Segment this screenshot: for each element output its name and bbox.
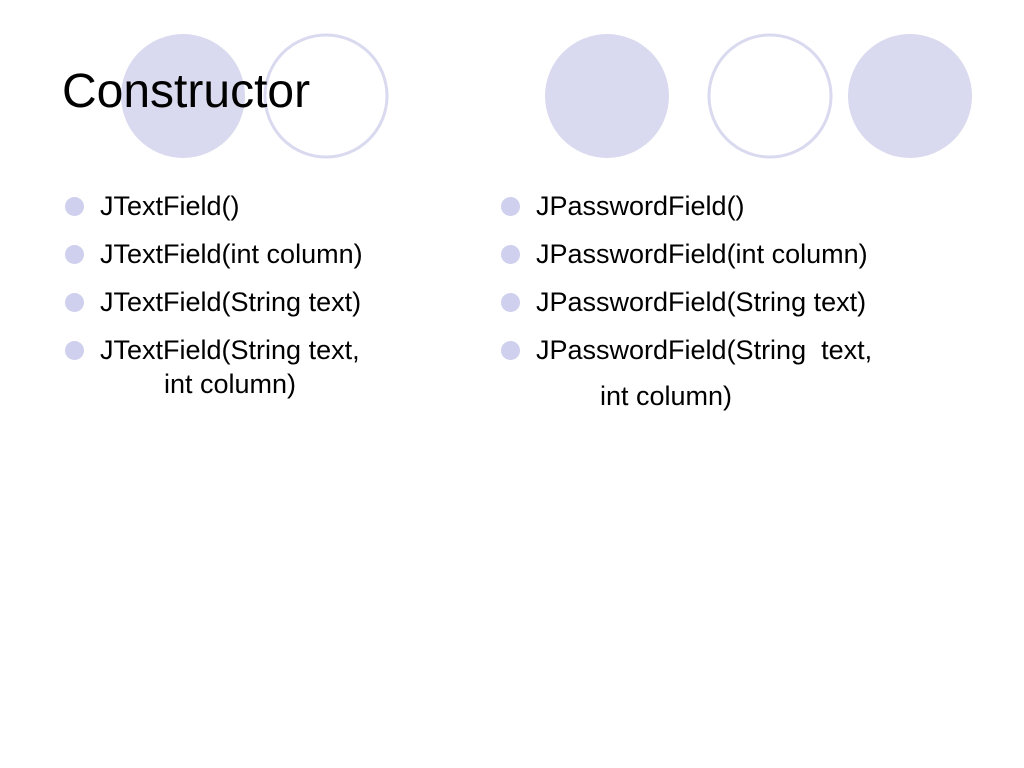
list-item-continuation: int column) xyxy=(164,369,297,399)
filled-circle-left xyxy=(121,34,245,158)
bullet-icon xyxy=(501,245,520,264)
list-item: JTextField(String text, int column) xyxy=(62,332,472,402)
list-item-text: JPasswordField() xyxy=(536,191,745,221)
list-item-text: JTextField(int column) xyxy=(100,239,363,269)
filled-circle-right-2 xyxy=(848,34,972,158)
right-constructor-list: JPasswordField() JPasswordField(int colu… xyxy=(498,188,998,426)
list-item-text: JTextField(String text) xyxy=(100,287,362,317)
bullet-icon xyxy=(65,341,84,360)
list-item: JTextField() xyxy=(62,188,472,224)
list-item: JPasswordField() xyxy=(498,188,998,224)
bullet-icon xyxy=(501,293,520,312)
list-item-text: JTextField(String text, xyxy=(100,335,360,365)
list-item: JPasswordField(String text, int column) xyxy=(498,332,998,414)
bullet-icon xyxy=(65,293,84,312)
bullet-icon xyxy=(65,245,84,264)
ring-circle-right xyxy=(707,33,833,159)
slide-title: Constructor xyxy=(62,65,311,118)
ring-circle-left xyxy=(263,33,389,159)
list-item-text: JTextField() xyxy=(100,191,240,221)
bullet-icon xyxy=(501,197,520,216)
bullet-icon xyxy=(501,341,520,360)
list-item: JTextField(int column) xyxy=(62,236,472,272)
list-item-text: JPasswordField(int column) xyxy=(536,239,868,269)
left-constructor-list: JTextField() JTextField(int column) JTex… xyxy=(62,188,472,414)
list-item-continuation: int column) xyxy=(600,381,733,411)
list-item-text: JPasswordField(String text) xyxy=(536,287,867,317)
list-item: JTextField(String text) xyxy=(62,284,472,320)
list-item-text: JPasswordField(String text, xyxy=(536,335,873,365)
list-item: JPasswordField(String text) xyxy=(498,284,998,320)
filled-circle-right-1 xyxy=(545,34,669,158)
list-item: JPasswordField(int column) xyxy=(498,236,998,272)
bullet-icon xyxy=(65,197,84,216)
